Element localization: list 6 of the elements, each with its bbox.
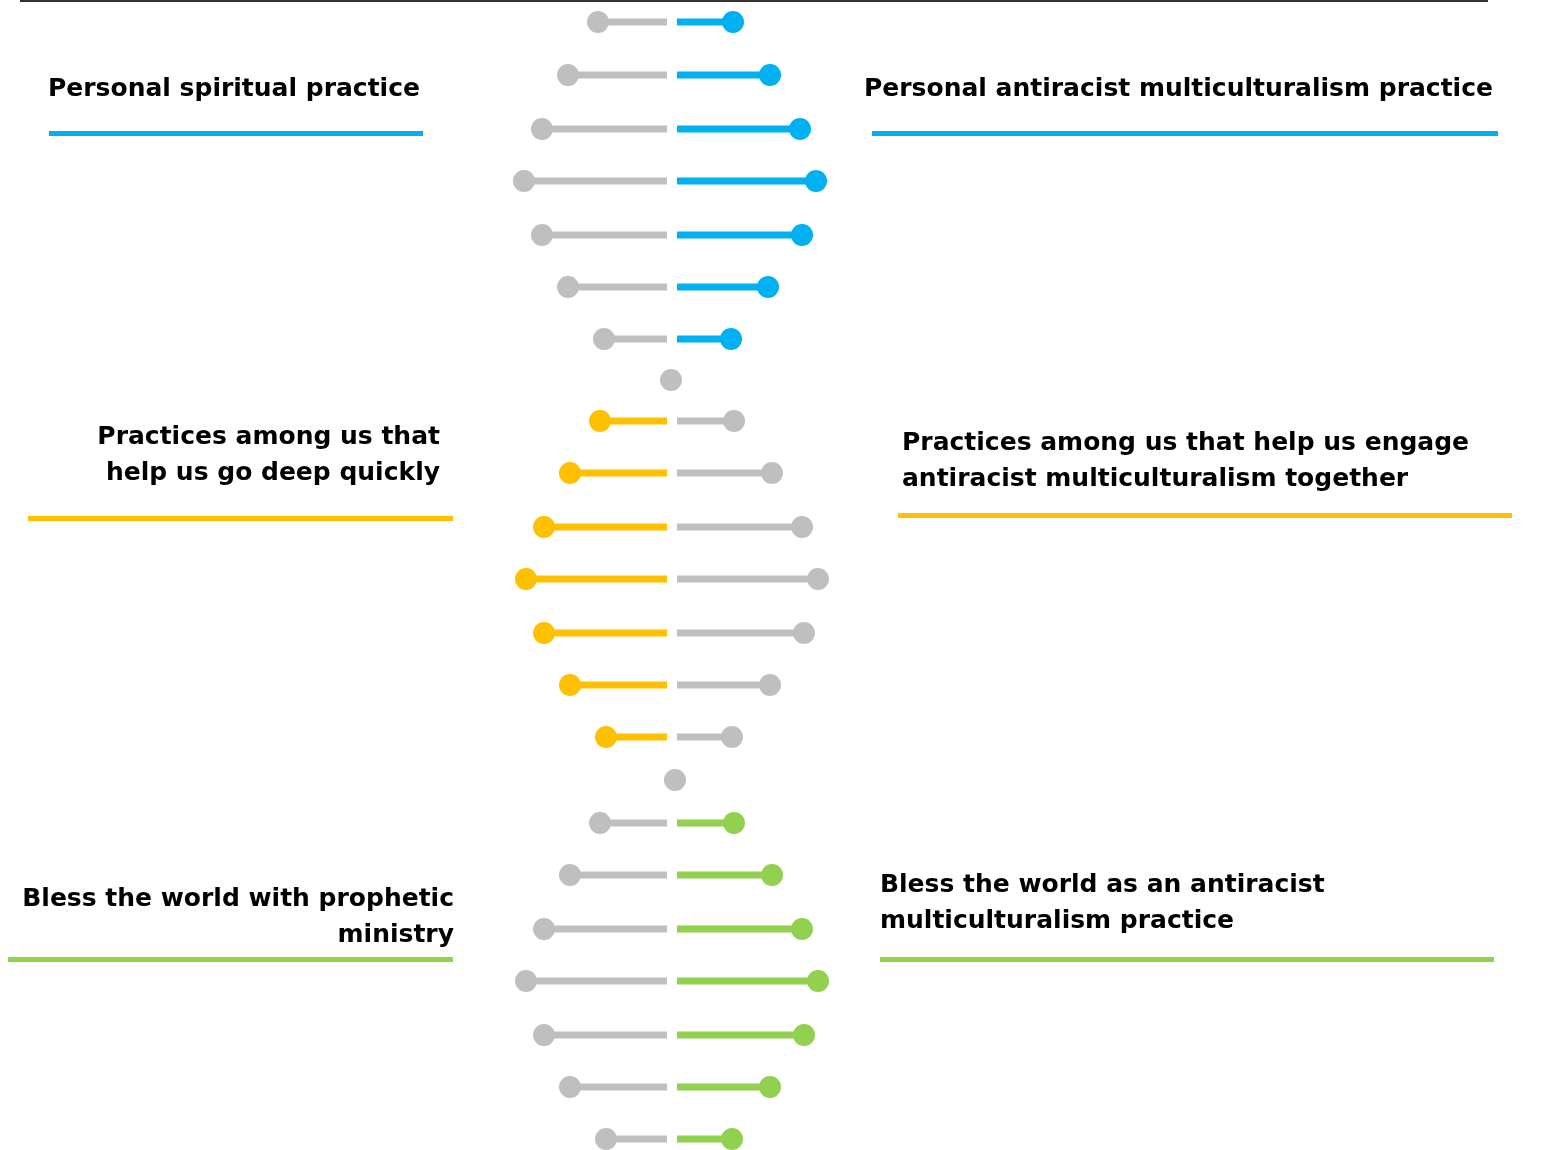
section-heading: Practices among us that help us go deep quickly: [96, 420, 440, 488]
section-heading: Personal spiritual practice: [48, 72, 421, 104]
section-heading: Personal antiracist multiculturalism practice: [864, 72, 1494, 104]
section-heading: Bless the world as an antiracist multiculturalism practice: [880, 868, 1326, 936]
section-heading: Practices among us that help us engage antiracist multiculturalism together: [902, 426, 1471, 494]
section-heading: Bless the world with prophetic ministry: [21, 882, 454, 950]
